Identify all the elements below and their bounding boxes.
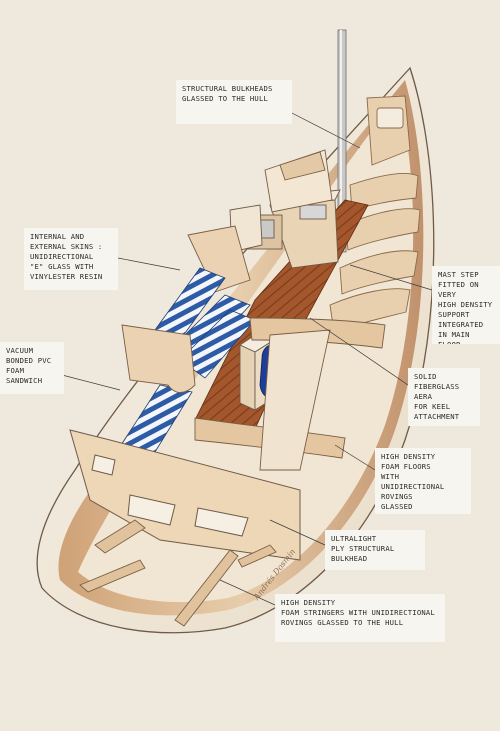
label-vacuum-bonded: VACUUM BONDED PVC FOAM SANDWICH <box>0 342 64 394</box>
label-mast-step: MAST STEP FITTED ON VERY HIGH DENSITY SU… <box>432 266 500 344</box>
label-high-density-stringers: HIGH DENSITY FOAM STRINGERS WITH UNIDIRE… <box>275 594 445 642</box>
label-internal-external-skins: INTERNAL AND EXTERNAL SKINS : UNIDIRECTI… <box>24 228 118 290</box>
label-structural-bulkheads: STRUCTURAL BULKHEADS GLASSED TO THE HULL <box>176 80 292 124</box>
aft-stringers <box>79 519 277 627</box>
saloon-bulkhead-upper <box>187 149 333 293</box>
label-solid-fiberglass: SOLID FIBERGLASS AERA FOR KEEL ATTACHMEN… <box>408 368 480 426</box>
label-ultralight-ply: ULTRALIGHT PLY STRUCTURAL BULKHEAD <box>325 530 425 570</box>
leader-lines <box>61 111 433 606</box>
aft-bulkhead <box>69 429 301 561</box>
saloon-bulkhead <box>121 324 196 393</box>
label-high-density-floors: HIGH DENSITY FOAM FLOORS WITH UNIDIRECTI… <box>375 448 471 514</box>
frames-midship <box>194 317 386 471</box>
